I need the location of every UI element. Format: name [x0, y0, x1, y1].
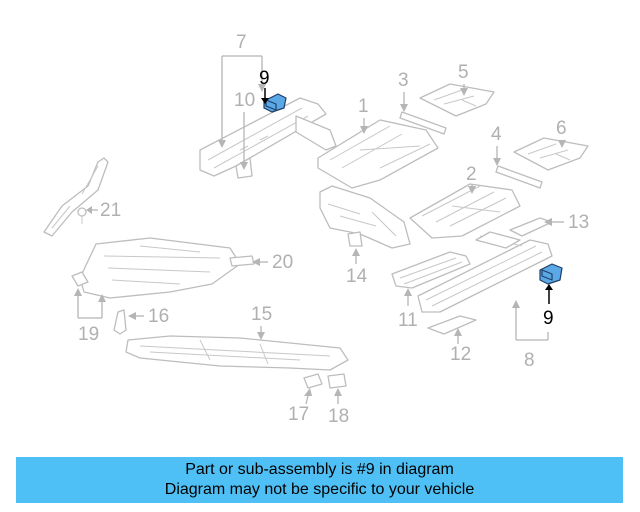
svg-text:10: 10: [234, 90, 255, 111]
callout-14: 14: [346, 248, 368, 287]
svg-text:18: 18: [328, 406, 349, 427]
part-5-plate: [419, 83, 495, 117]
part-21-arm: [43, 157, 109, 237]
callout-20: 20: [252, 252, 293, 273]
svg-text:5: 5: [458, 62, 469, 83]
part-19-shield: [71, 237, 241, 299]
callout-13: 13: [544, 212, 589, 233]
callout-19: 19: [74, 288, 106, 345]
part-20-clip: [229, 255, 255, 267]
callout-5: 5: [458, 62, 469, 96]
callout-9-upper: 9: [259, 68, 270, 104]
svg-text:8: 8: [524, 350, 535, 371]
svg-text:9: 9: [259, 68, 270, 89]
svg-text:14: 14: [346, 266, 368, 287]
callout-1: 1: [358, 96, 369, 134]
part-14-crossmember: [319, 185, 411, 249]
svg-text:20: 20: [272, 252, 293, 273]
callout-10: 10: [234, 90, 255, 170]
part-17-bracket: [303, 373, 323, 389]
part-6-plate: [513, 137, 589, 171]
part-2-floor: [409, 183, 521, 239]
part-16-clip: [113, 309, 127, 335]
callout-11: 11: [398, 288, 418, 331]
svg-text:19: 19: [78, 324, 99, 345]
callout-16: 16: [128, 306, 169, 327]
callout-18: 18: [328, 388, 349, 427]
part-12-bracket: [427, 315, 477, 335]
callout-7: 7: [218, 32, 266, 148]
svg-text:21: 21: [100, 200, 121, 221]
banner-line-2: Diagram may not be specific to your vehi…: [164, 481, 475, 498]
svg-text:7: 7: [236, 32, 247, 53]
banner-line-1: Part or sub-assembly is #9 in diagram: [185, 461, 454, 478]
svg-text:15: 15: [251, 304, 272, 325]
svg-text:12: 12: [450, 344, 471, 365]
callout-6: 6: [556, 118, 567, 148]
part-13-bracket: [509, 217, 553, 237]
info-banner: Part or sub-assembly is #9 in diagram Di…: [16, 457, 623, 503]
svg-text:3: 3: [398, 70, 409, 91]
svg-text:2: 2: [466, 164, 477, 185]
part-8-rail: [417, 231, 553, 313]
parts-diagram: 7 10 9 1 3 5: [43, 32, 589, 427]
svg-text:11: 11: [398, 310, 418, 331]
svg-text:9: 9: [543, 308, 554, 329]
part-3-bar: [399, 111, 447, 135]
callout-17: 17: [288, 388, 312, 425]
part-11-rail: [391, 251, 471, 289]
svg-text:17: 17: [288, 404, 309, 425]
part-18-bracket: [327, 373, 347, 389]
callout-3: 3: [398, 70, 409, 112]
svg-text:4: 4: [491, 124, 502, 145]
callout-2: 2: [466, 164, 477, 194]
part-9-lower: [539, 263, 563, 285]
part-4-bar: [495, 165, 543, 189]
callout-4: 4: [491, 124, 502, 166]
part-15-pan: [125, 335, 349, 371]
callout-15: 15: [251, 304, 272, 340]
callout-21: 21: [86, 200, 121, 221]
part-1-floor: [317, 119, 439, 189]
svg-text:6: 6: [556, 118, 567, 139]
svg-text:16: 16: [148, 306, 169, 327]
callout-8: 8: [512, 300, 549, 371]
callout-12: 12: [450, 328, 471, 365]
callout-9-lower: 9: [543, 284, 554, 329]
svg-text:1: 1: [358, 96, 369, 117]
part-7-rail: [199, 97, 337, 179]
svg-text:13: 13: [568, 212, 589, 233]
